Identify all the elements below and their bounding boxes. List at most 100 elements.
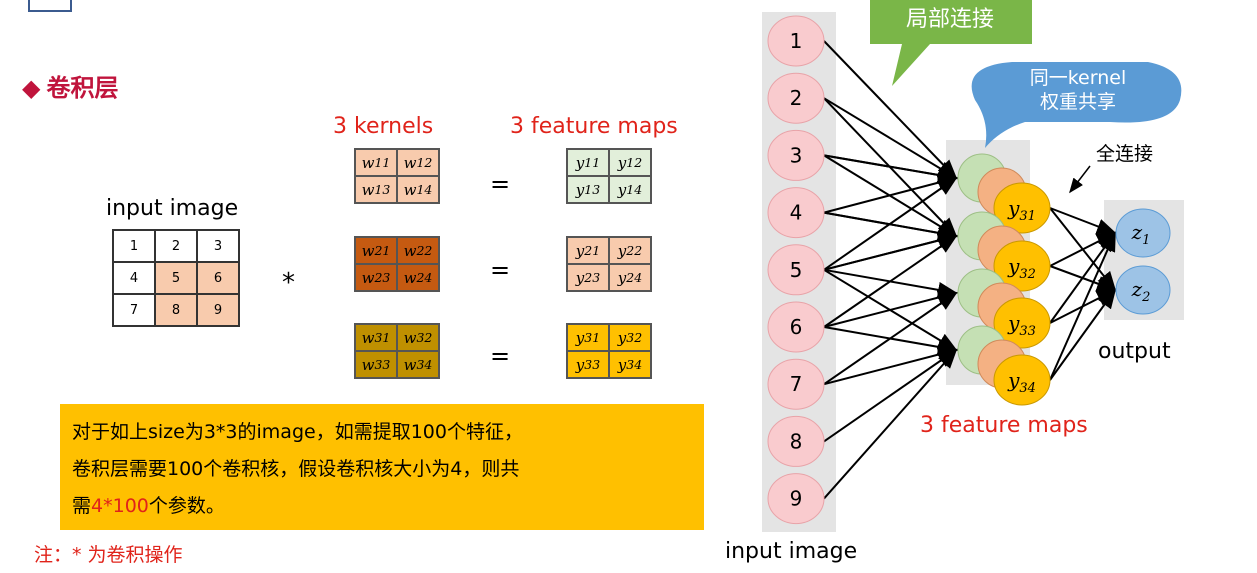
input-node-label: 6	[790, 315, 803, 339]
connection-lines	[823, 40, 1117, 500]
connection-line	[823, 40, 958, 180]
full-connection-line	[1049, 231, 1116, 381]
input-cell: 7	[113, 294, 155, 326]
input-node	[767, 415, 825, 467]
diagram-input-image-label: input image	[725, 539, 857, 564]
input-node-label: 8	[790, 429, 803, 453]
input-node-label: 1	[790, 29, 803, 53]
note-line-3: 需4*100个参数。	[72, 495, 225, 517]
input-node	[767, 15, 825, 67]
input-cell-highlighted: 6	[197, 262, 239, 294]
weight-sharing-label-2: 权重共享	[1040, 91, 1116, 113]
diagram-feature-maps-label: 3 feature maps	[920, 413, 1088, 438]
feature-maps-header: 3 feature maps	[510, 114, 678, 139]
input-cell: 3	[197, 230, 239, 262]
input-node-label: 5	[790, 258, 803, 282]
input-node	[767, 129, 825, 181]
input-node-label: 9	[790, 487, 803, 511]
parameter-count-highlight: 4*100	[91, 495, 149, 517]
connection-line	[823, 268, 958, 352]
note-box: 对于如上size为3*3的image，如需提取100个特征， 卷积层需要100个…	[60, 404, 704, 530]
input-nodes: 1 2 3 4 5 6 7 8 9	[767, 15, 825, 525]
footnote: 注：* 为卷积操作	[34, 544, 183, 566]
equals-sign: =	[490, 170, 511, 198]
equals-sign: =	[490, 342, 511, 370]
full-connection-line	[1049, 288, 1117, 381]
input-cell: 2	[155, 230, 197, 262]
connection-line	[823, 97, 958, 180]
input-node-label: 3	[790, 143, 803, 167]
connection-line	[823, 234, 958, 328]
input-node	[767, 187, 825, 239]
note-line-1: 对于如上size为3*3的image，如需提取100个特征，	[72, 421, 523, 443]
input-node-label: 2	[790, 86, 803, 110]
input-cell-highlighted: 8	[155, 294, 197, 326]
input-node	[767, 473, 825, 525]
input-node-label: 4	[790, 201, 803, 225]
input-cell: 1	[113, 230, 155, 262]
input-node-label: 7	[790, 372, 803, 396]
output-label: output	[1098, 339, 1171, 364]
section-title-text: 卷积层	[46, 74, 119, 102]
input-cell-highlighted: 5	[155, 262, 197, 294]
feature-node-layer-3	[993, 354, 1051, 406]
connection-line	[823, 232, 958, 271]
equals-sign: =	[490, 256, 511, 284]
output-node	[1115, 208, 1171, 258]
local-connection-callout	[870, 0, 1032, 86]
connection-line	[823, 346, 958, 386]
title-decoration-box	[28, 0, 72, 12]
input-node	[767, 358, 825, 410]
input-node	[767, 244, 825, 296]
local-connection-label: 局部连接	[906, 7, 994, 32]
input-grid: 1 2 3 4 5 6 7 8 9	[112, 229, 240, 327]
input-cell-highlighted: 9	[197, 294, 239, 326]
output-node	[1115, 265, 1171, 315]
input-cell: 4	[113, 262, 155, 294]
feature-node-layer-3	[993, 182, 1051, 234]
feature-node-layer-3	[993, 297, 1051, 349]
connection-line	[823, 154, 958, 183]
connection-line	[823, 348, 958, 500]
full-connection-label: 全连接	[1096, 143, 1153, 165]
weight-sharing-label-1: 同一kernel	[1030, 67, 1127, 89]
feature-node-layer-3	[993, 240, 1051, 292]
diamond-bullet-icon: ◆	[22, 74, 41, 102]
full-connection-line	[1049, 207, 1117, 235]
section-title: ◆卷积层	[22, 68, 118, 103]
connection-line	[823, 326, 958, 355]
convolution-operator: *	[282, 268, 295, 298]
weight-sharing-callout	[971, 62, 1182, 148]
kernels-header: 3 kernels	[333, 114, 434, 139]
input-node	[767, 301, 825, 353]
